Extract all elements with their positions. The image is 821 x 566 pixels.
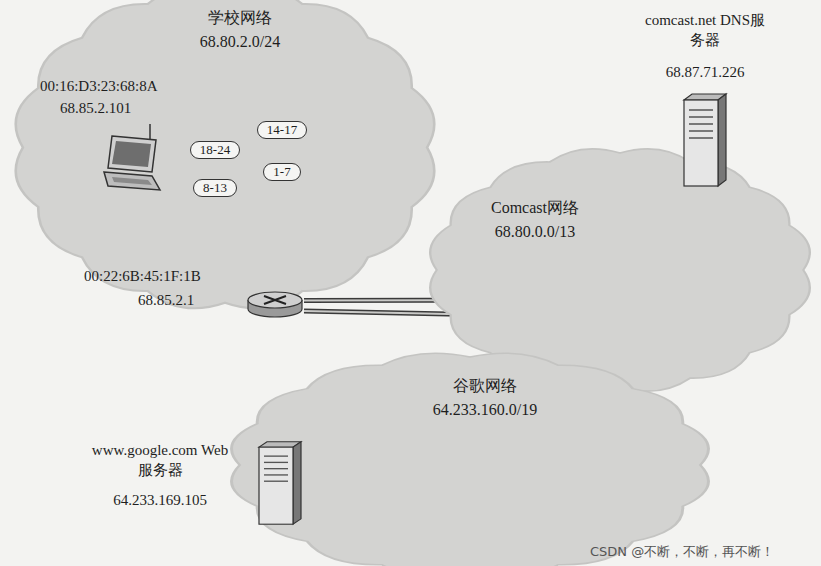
step-callout: 18-24 — [190, 141, 240, 159]
network-cloud: Comcast网络 68.80.0.0/13 — [425, 140, 815, 400]
dns-server: comcast.net DNS服务器68.87.71.226 — [680, 92, 728, 188]
server-slot — [264, 481, 288, 482]
server-slot — [264, 468, 288, 469]
address-label: 64.233.169.105 — [85, 490, 235, 510]
server-icon — [255, 440, 303, 526]
gateway-router: 00:22:6B:45:1F:1B68.85.2.1 — [246, 290, 304, 320]
address-label: 68.85.2.101 — [60, 98, 180, 118]
laptop-icon — [100, 122, 162, 198]
server-slot — [264, 455, 288, 456]
network-label: 谷歌网络 — [405, 376, 565, 396]
host-name: www.google.com Web服务器 — [90, 440, 230, 480]
cloud-shape — [232, 353, 709, 566]
step-callout: 14-17 — [257, 121, 307, 139]
server-slot — [689, 116, 713, 118]
server-slot — [264, 474, 288, 475]
server-slot — [689, 109, 713, 111]
network-label: Comcast网络 — [460, 198, 610, 218]
web-server: www.google.com Web服务器64.233.169.105 — [255, 440, 303, 526]
server-slot — [689, 123, 713, 125]
host-name: 00:16:D3:23:68:8A — [40, 76, 200, 96]
server-slot — [689, 130, 713, 132]
network-label: 64.233.160.0/19 — [395, 400, 575, 420]
network-label: 68.80.0.0/13 — [455, 222, 615, 242]
watermark: CSDN @不断，不断，再不断！ — [590, 544, 774, 560]
network-label: 68.80.2.0/24 — [160, 32, 320, 52]
address-label: 68.85.2.1 — [138, 290, 238, 310]
router-icon — [246, 290, 304, 320]
cloud-shape — [16, 0, 435, 308]
laptop-host: 00:16:D3:23:68:8A68.85.2.101 — [100, 122, 162, 198]
server-icon — [680, 92, 728, 188]
server-slot — [689, 137, 713, 139]
cloud-outline — [425, 140, 815, 400]
network-label: 学校网络 — [170, 8, 310, 28]
step-callout: 8-13 — [193, 179, 237, 197]
network-cloud: 学校网络68.80.2.0/2400:16:D3:23:68:8A68.85.2… — [10, 0, 440, 320]
host-name: comcast.net DNS服务器 — [640, 10, 770, 50]
step-callout: 1-7 — [263, 163, 300, 181]
address-label: 68.87.71.226 — [630, 62, 780, 82]
host-name: 00:22:6B:45:1F:1B — [84, 266, 244, 286]
server-slot — [264, 462, 288, 463]
